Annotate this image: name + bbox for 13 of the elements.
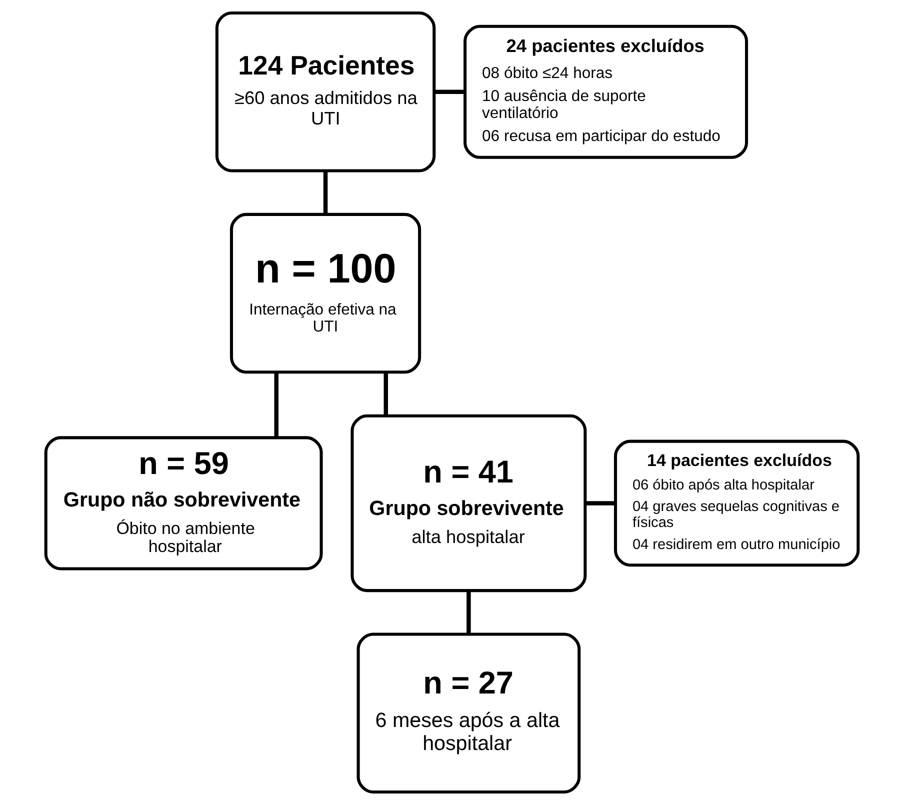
connector — [274, 372, 278, 438]
node-box: 14 pacientes excluídos 06 óbito após alta hospitalar 04 graves sequelas cognitivas e físicas 04 residirem em outro município — [614, 440, 860, 567]
node-box: n = 100 Internação efetiva na UTI — [230, 212, 422, 374]
connector — [323, 170, 328, 214]
node-box: n = 27 6 meses após a alta hospitalar — [356, 632, 581, 794]
node-box: 24 pacientes excluídos 08 óbito ≤24 horas 10 ausência de suporte ventilatório 06 recusa em participar do estudo — [464, 24, 748, 159]
connector — [586, 501, 616, 506]
connector — [434, 90, 465, 94]
connector — [466, 590, 471, 634]
node-box: n = 41 Grupo sobrevivente alta hospitalar — [350, 414, 587, 592]
node-box: n = 59 Grupo não sobrevivente Óbito no ambiente hospitalar — [44, 436, 323, 570]
node-box: 124 Pacientes ≥60 anos admitidos na UTI — [215, 12, 436, 172]
connector — [384, 372, 388, 416]
